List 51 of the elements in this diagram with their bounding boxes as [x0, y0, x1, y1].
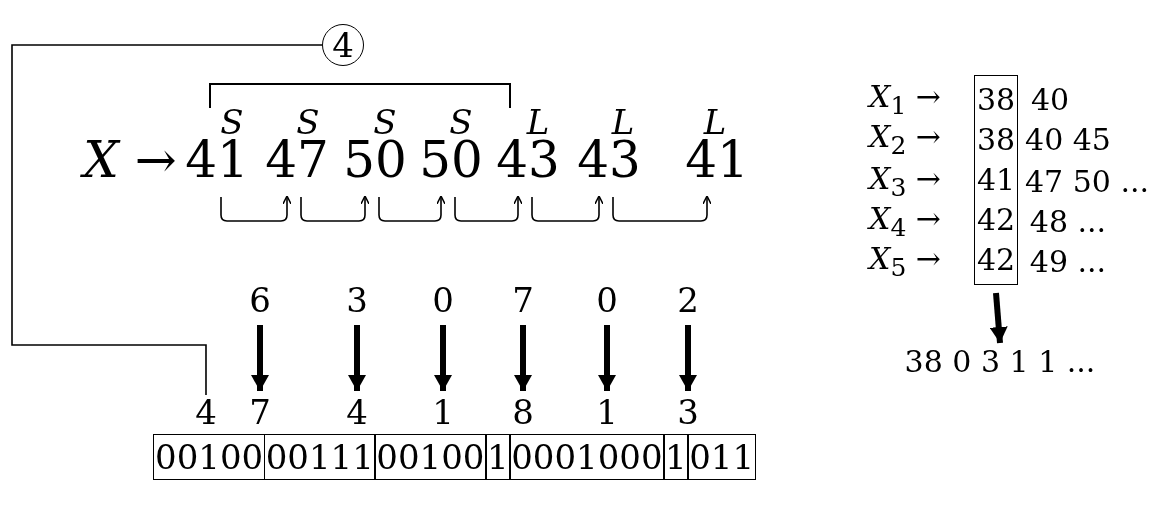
- label-text: X$_{3}$ →: [869, 164, 941, 200]
- thick-arrow: [514, 325, 532, 391]
- bit-group-box: 00111: [263, 434, 376, 480]
- number: 8: [512, 395, 534, 429]
- thick-arrow: [251, 325, 269, 391]
- curved-arrow: [378, 195, 446, 222]
- number: 38 0 3 1 1 ...: [904, 347, 1096, 377]
- curved-arrow: [220, 195, 292, 222]
- label-text: 40: [1030, 85, 1070, 115]
- curved-arrow: [300, 195, 370, 222]
- curved-arrow: [612, 195, 712, 222]
- number: 0: [432, 283, 454, 317]
- bit-group-box: 011: [687, 434, 757, 480]
- number: 1: [432, 395, 454, 429]
- bit-group-box: 1: [663, 434, 689, 480]
- label-text: 40 45: [1025, 125, 1111, 155]
- number: 4: [195, 395, 217, 429]
- number: 6: [249, 283, 271, 317]
- number: 38: [976, 121, 1016, 159]
- connector-line: [11, 44, 323, 396]
- thick-arrow: [434, 325, 452, 391]
- label-text: X$_{1}$ →: [869, 82, 941, 118]
- number: 38: [976, 81, 1016, 119]
- number: 1: [596, 395, 618, 429]
- bit-group-box: 1: [485, 434, 511, 480]
- label-text: X$_{2}$ →: [869, 122, 941, 158]
- thick-arrow: [598, 325, 616, 391]
- number: 3: [677, 395, 699, 429]
- bit-group-box: 0001000: [509, 434, 665, 480]
- number: 0: [596, 283, 618, 317]
- number: 7: [249, 395, 271, 429]
- thick-arrow: [989, 292, 1008, 344]
- bit-group-box: 00100: [374, 434, 487, 480]
- label-text: 49 ...: [1029, 247, 1107, 277]
- label-text: 47 50 ...: [1025, 167, 1149, 197]
- bit-group-box: 00100: [153, 434, 266, 480]
- number: 41: [976, 161, 1016, 199]
- number: 4: [346, 395, 368, 429]
- value-column-box: [973, 75, 1019, 285]
- curved-arrow: [531, 195, 604, 222]
- number: 42: [976, 201, 1016, 239]
- curved-arrow: [454, 195, 523, 222]
- label-text: X$_{4}$ →: [869, 204, 941, 240]
- label-text: 48 ...: [1029, 207, 1107, 237]
- thick-arrow: [679, 325, 697, 391]
- label-text: X$_{5}$ →: [869, 244, 941, 280]
- number: 42: [976, 241, 1016, 279]
- number: 3: [346, 283, 368, 317]
- thick-arrow: [348, 325, 366, 391]
- number: 2: [677, 283, 699, 317]
- number: 7: [512, 283, 534, 317]
